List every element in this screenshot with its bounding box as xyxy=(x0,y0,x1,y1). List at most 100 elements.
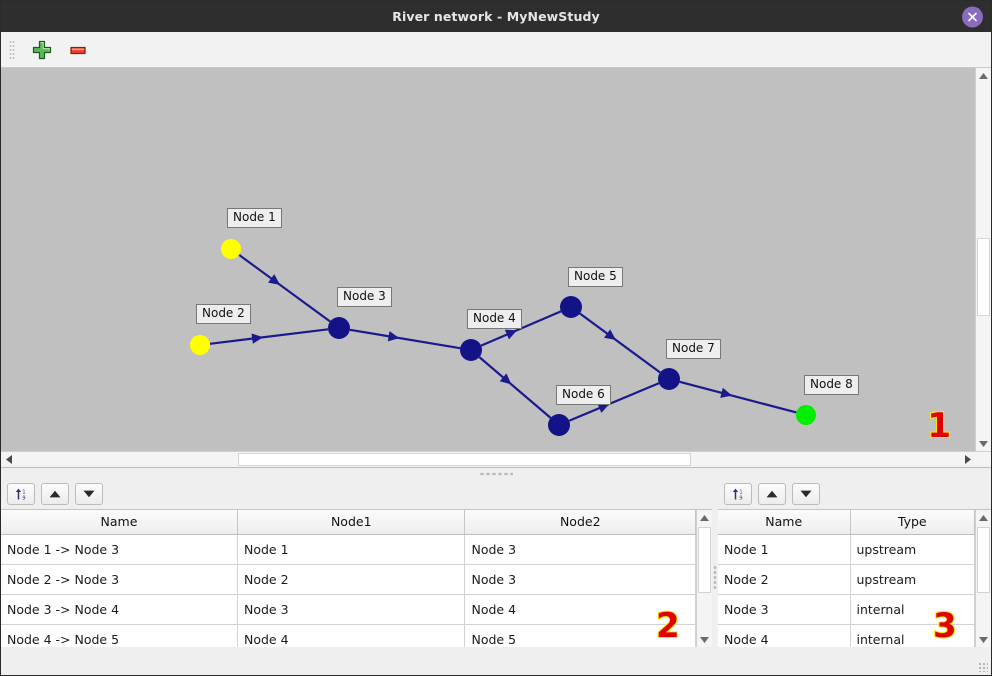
graph-node[interactable] xyxy=(796,405,816,425)
nodes-scroll-up-button[interactable] xyxy=(976,510,991,525)
graph-node[interactable] xyxy=(328,317,350,339)
table-cell[interactable]: Node 4 xyxy=(237,624,466,647)
column-header[interactable]: Node2 xyxy=(464,510,696,535)
triangle-up-icon[interactable] xyxy=(41,483,69,505)
graph-node[interactable] xyxy=(658,368,680,390)
horizontal-splitter[interactable] xyxy=(1,467,991,479)
graph-edge[interactable] xyxy=(238,254,331,323)
graph-node-label[interactable]: Node 3 xyxy=(337,287,392,307)
table-cell[interactable]: Node 2 -> Node 3 xyxy=(1,564,238,595)
table-cell[interactable]: Node 1 -> Node 3 xyxy=(1,534,238,565)
column-header[interactable]: Name xyxy=(718,510,851,535)
scroll-down-button[interactable] xyxy=(976,436,991,451)
table-cell[interactable]: Node 3 -> Node 4 xyxy=(1,594,238,625)
graph-hscroll-track[interactable] xyxy=(16,452,960,467)
graph-node-label[interactable]: Node 2 xyxy=(196,304,251,324)
window-resize-grip[interactable] xyxy=(978,662,988,672)
nodes-scroll-down-button[interactable] xyxy=(976,632,991,647)
column-header[interactable]: Type xyxy=(850,510,975,535)
graph-node[interactable] xyxy=(560,296,582,318)
table-cell[interactable]: Node 2 xyxy=(718,564,851,595)
scroll-left-button[interactable] xyxy=(1,452,16,467)
close-icon[interactable] xyxy=(962,6,983,27)
nodes-vscroll-track[interactable] xyxy=(976,525,991,632)
reaches-scroll-up-button[interactable] xyxy=(697,510,712,525)
table-cell[interactable]: Node 2 xyxy=(237,564,466,595)
triangle-down-icon[interactable] xyxy=(792,483,820,505)
column-header[interactable]: Node1 xyxy=(237,510,466,535)
triangle-down-icon[interactable] xyxy=(75,483,103,505)
graph-node-label[interactable]: Node 7 xyxy=(666,339,721,359)
graph-edge[interactable] xyxy=(679,380,797,414)
river-network-canvas[interactable]: Node 1 Node 2 Node 3 Node 4 Node 5 Node 6 Node… xyxy=(1,68,975,451)
reaches-scroll-down-button[interactable] xyxy=(697,632,712,647)
graph-edge-arrow xyxy=(604,329,616,341)
svg-text:9: 9 xyxy=(22,495,25,501)
table-cell[interactable]: Node 5 xyxy=(464,624,696,647)
annotation-marker-3: 3 xyxy=(932,606,958,646)
graph-vertical-scrollbar[interactable] xyxy=(975,68,991,451)
nodes-toolbar: 1 9 xyxy=(718,479,991,509)
graph-hscroll-thumb[interactable] xyxy=(237,453,691,466)
table-cell[interactable]: Node 3 xyxy=(464,534,696,565)
sort-arrow-icon[interactable]: 1 9 xyxy=(7,483,35,505)
graph-node[interactable] xyxy=(190,335,210,355)
graph-nodes xyxy=(190,239,816,436)
reaches-vertical-scrollbar[interactable] xyxy=(696,510,712,647)
graph-node-label[interactable]: Node 1 xyxy=(227,208,282,228)
column-header[interactable]: Name xyxy=(1,510,238,535)
table-cell[interactable]: Node 3 xyxy=(464,564,696,595)
graph-edge[interactable] xyxy=(568,382,660,422)
sort-arrow-icon[interactable]: 1 9 xyxy=(724,483,752,505)
graph-edge[interactable] xyxy=(478,356,552,419)
graph-node[interactable] xyxy=(548,414,570,436)
red-minus-icon[interactable] xyxy=(67,39,89,61)
graph-node-label[interactable]: Node 5 xyxy=(568,267,623,287)
table-cell[interactable]: upstream xyxy=(850,534,975,565)
table-cell[interactable]: Node 3 xyxy=(718,594,851,625)
reaches-vscroll-thumb[interactable] xyxy=(698,527,711,594)
scroll-right-button[interactable] xyxy=(960,452,975,467)
table-cell[interactable]: Node 1 xyxy=(718,534,851,565)
table-cell[interactable]: upstream xyxy=(850,564,975,595)
table-cell[interactable]: internal xyxy=(850,594,975,625)
graph-horizontal-scrollbar[interactable] xyxy=(1,451,991,467)
nodes-vscroll-thumb[interactable] xyxy=(977,527,990,594)
triangle-up-icon[interactable] xyxy=(758,483,786,505)
graph-vscroll-thumb[interactable] xyxy=(977,238,990,316)
reaches-vscroll-track[interactable] xyxy=(697,525,712,632)
graph-node-label[interactable]: Node 4 xyxy=(467,309,522,329)
graph-edge-arrow xyxy=(251,333,264,344)
graph-node[interactable] xyxy=(460,339,482,361)
graph-node-label[interactable]: Node 8 xyxy=(804,375,859,395)
graph-edge[interactable] xyxy=(349,328,461,350)
table-cell[interactable]: Node 3 xyxy=(237,594,466,625)
vertical-splitter[interactable] xyxy=(712,479,718,675)
green-plus-icon[interactable] xyxy=(31,39,53,61)
table-cell[interactable]: Node 4 xyxy=(464,594,696,625)
nodes-vertical-scrollbar[interactable] xyxy=(975,510,991,647)
graph-vscroll-track[interactable] xyxy=(976,83,991,436)
table-cell[interactable]: Node 4 xyxy=(718,624,851,647)
table-cell[interactable]: internal xyxy=(850,624,975,647)
scroll-up-button[interactable] xyxy=(976,68,991,83)
table-cell[interactable]: Node 4 -> Node 5 xyxy=(1,624,238,647)
graph-edge[interactable] xyxy=(209,328,329,345)
graph-node[interactable] xyxy=(221,239,241,259)
graph-edge[interactable] xyxy=(579,312,661,374)
graph-node-label[interactable]: Node 6 xyxy=(556,385,611,405)
toolbar-drag-handle[interactable] xyxy=(9,39,15,60)
table-cell[interactable]: Node 1 xyxy=(237,534,466,565)
